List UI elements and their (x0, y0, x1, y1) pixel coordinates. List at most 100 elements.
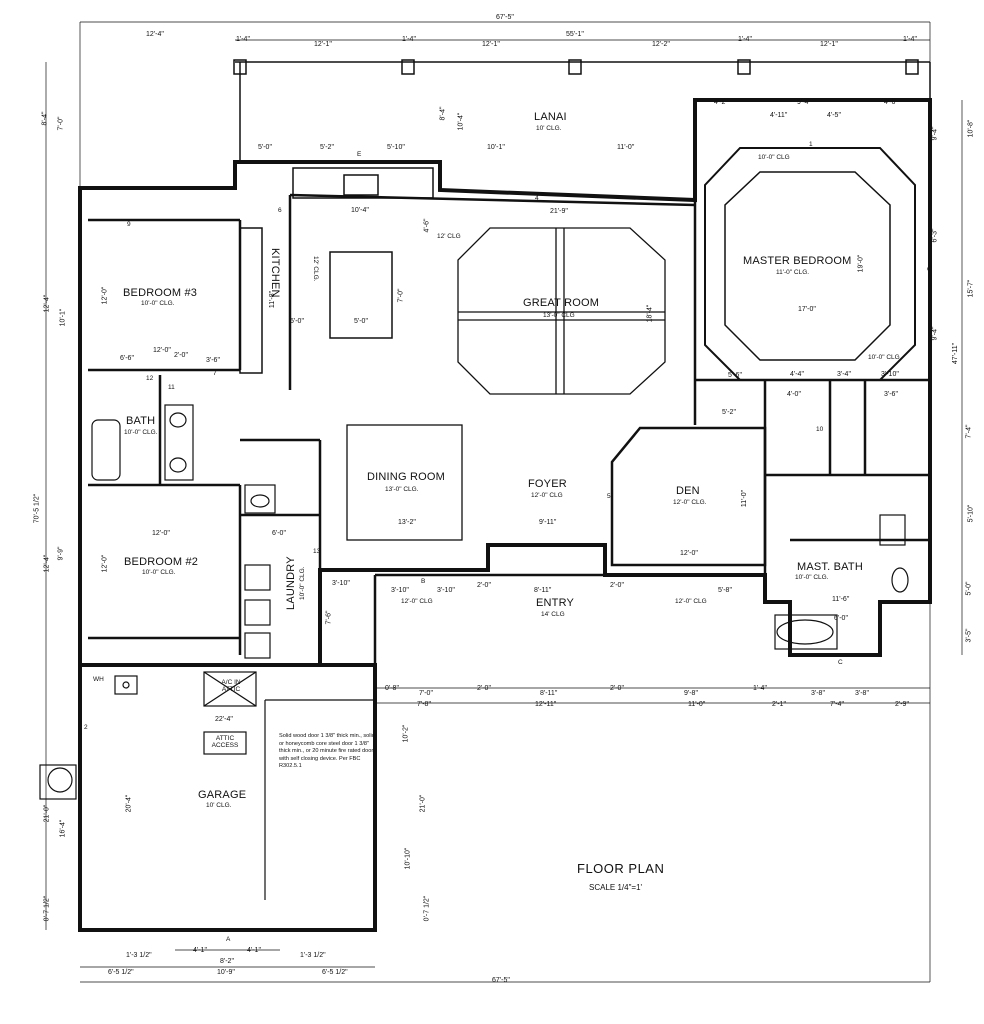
tag-c-master-bath: C (838, 659, 843, 666)
garage-details (203, 671, 375, 900)
dim-gb-6-5-right: 6'-5 1/2" (322, 969, 348, 976)
dim-right-6-3: 6'-3" (931, 228, 939, 243)
dim-mb-3-6: 3'-6" (884, 391, 898, 398)
dim-m-4-2: 4'-2" (714, 99, 728, 106)
dim-m-17-0: 17'-0" (798, 306, 816, 313)
dim-e-2-0: 2'-0" (477, 582, 491, 589)
tag-2-garage: 2 (84, 724, 88, 731)
dim-right-47-11: 47'-11" (952, 342, 960, 365)
dim-g-10-10: 10'-10" (404, 847, 412, 870)
dim-top-1-4-a: 1'-4" (236, 36, 250, 43)
ac-attic-label: A/C IN ATTIC (221, 679, 241, 693)
bedroom2-ceiling: 10'-0" CLG. (142, 569, 176, 576)
dim-k-5-0: 5'-0" (258, 144, 272, 151)
dim-right-5-10: 5'-10" (967, 504, 975, 523)
dim-k-11-0: 11'-0" (617, 144, 635, 151)
dim-e-8-11: 8'-11" (534, 587, 552, 594)
dim-k-10-1: 10'-1" (487, 144, 505, 151)
lanai-outline (233, 59, 931, 160)
dim-mb-6-0: 6'-0" (834, 615, 848, 622)
dim-top-12-4: 12'-4" (146, 31, 164, 38)
garage-label: GARAGE (198, 789, 247, 801)
dim-gr-21-9: 21'-9" (550, 208, 568, 215)
dim-left-16-4: 16'-4" (59, 819, 67, 838)
dim-kit-5-0b: 5'-0" (354, 318, 368, 325)
dim-b3-3-6: 3'-6" (206, 357, 220, 364)
dim-b2-12-0-height: 12'-0" (101, 554, 109, 573)
dim-k-5-10: 5'-10" (387, 144, 405, 151)
dim-row-3-8a: 3'-8" (811, 690, 825, 697)
dim-row2-7-8: 7'-8" (417, 701, 431, 708)
dim-den-12-0: 12'-0" (680, 550, 698, 557)
dim-top-55-1: 55'-1" (566, 31, 584, 38)
great-room-12-ceiling: 12' CLG (437, 233, 461, 240)
dim-right-15-7: 15'-7" (967, 279, 975, 298)
dining-room-ceiling: 13'-0" CLG. (385, 486, 419, 493)
dim-kit-11-8: 11'-8" (269, 290, 277, 309)
dimension-lines (45, 21, 963, 983)
master-clg-bottom: 10'-0" CLG (868, 354, 900, 361)
dim-lau-3-10: 3'-10" (332, 580, 350, 587)
dim-left-10-1: 10'-1" (59, 308, 67, 327)
tag-e-kitchen: E (357, 151, 362, 158)
plan-title: FLOOR PLAN (577, 861, 665, 876)
dim-kit-7-0: 7'-0" (397, 288, 405, 303)
master-bedroom-ceiling: 11'-0" CLG. (776, 269, 810, 276)
dim-left-8-4: 8'-4" (41, 111, 49, 126)
dim-left-12-4a: 12'-4" (43, 294, 51, 313)
tag-9-bedroom3: 9 (127, 221, 131, 228)
dim-left-0-7: 0'-7 1/2" (43, 895, 51, 922)
great-room-ceiling: 13'-0" CLG (543, 312, 575, 319)
dining-ceiling (346, 424, 463, 541)
dim-g-22-4: 22'-4" (215, 716, 233, 723)
dim-right-9-4a: 9'-4" (931, 126, 939, 141)
dim-row-8-11: 8'-11" (540, 690, 558, 697)
dim-g-21-0: 21'-0" (419, 794, 427, 813)
dim-b3-6-6: 6'-6" (120, 355, 134, 362)
master-octagon (704, 147, 916, 381)
dim-left-9-9: 9'-9" (57, 546, 65, 561)
dim-dr-13-2: 13'-2" (398, 519, 416, 526)
entry-right-ceiling: 12'-0" CLG (675, 598, 707, 605)
water-heater-label: WH (93, 676, 104, 683)
dim-mb-11-6: 11'-6" (832, 596, 850, 603)
dim-g-20-4: 20'-4" (125, 794, 133, 813)
dim-e-3-10: 3'-10" (391, 587, 409, 594)
attic-access-label: ATTIC ACCESS (211, 735, 239, 749)
dim-lanai-10-4: 10'-4" (457, 112, 465, 131)
tag-b-entry: B (421, 578, 426, 585)
lanai-label: LANAI (534, 111, 567, 123)
tag-10-closet: 10 (816, 426, 824, 433)
tag-6-kitchen: 6 (278, 207, 282, 214)
dim-lau-6-0: 6'-0" (272, 530, 286, 537)
dim-mb-5-2: 5'-2" (722, 409, 736, 416)
dim-row-2-0b: 2'-0" (610, 685, 624, 692)
bath-ceiling: 10'-0" CLG. (124, 429, 158, 436)
dim-gb-10-9: 10'-9" (217, 969, 235, 976)
dim-b3-12-0: 12'-0" (153, 347, 171, 354)
dim-mb-4-0: 4'-0" (787, 391, 801, 398)
tag-11-bath: 11 (168, 384, 175, 391)
dim-right-5-0: 5'-0" (965, 581, 973, 596)
dim-row2-7-4: 7'-4" (830, 701, 844, 708)
dim-mb-5-6: 5'-6" (728, 372, 742, 379)
dim-b3-2-0: 2'-0" (174, 352, 188, 359)
dim-overall-top: 67'-5" (496, 14, 514, 21)
dim-m-4-6: 4'-6" (884, 99, 898, 106)
dim-fo-9-11: 9'-11" (539, 519, 557, 526)
master-bath-label: MAST. BATH (797, 561, 863, 573)
dim-right-9-4b: 9'-4" (931, 326, 939, 341)
dim-row-0-8: 0'-8" (385, 685, 399, 692)
dim-mb-4-4: 4'-4" (790, 371, 804, 378)
dim-e-3-10b: 3'-10" (437, 587, 455, 594)
dim-row-7-0: 7'-0" (419, 690, 433, 697)
dim-kit-5-0: 5'-0" (290, 318, 304, 325)
dim-row-9-8: 9'-8" (684, 690, 698, 697)
dim-row2-11-0: 11'-0" (688, 701, 706, 708)
dim-gb-8-2: 8'-2" (220, 958, 234, 965)
dim-left-7-0: 7'-0" (57, 116, 65, 131)
foyer-label: FOYER (528, 478, 567, 490)
great-room-ceiling (457, 227, 666, 395)
plan-scale: SCALE 1/4"=1' (589, 883, 643, 892)
dining-room-label: DINING ROOM (367, 471, 445, 483)
